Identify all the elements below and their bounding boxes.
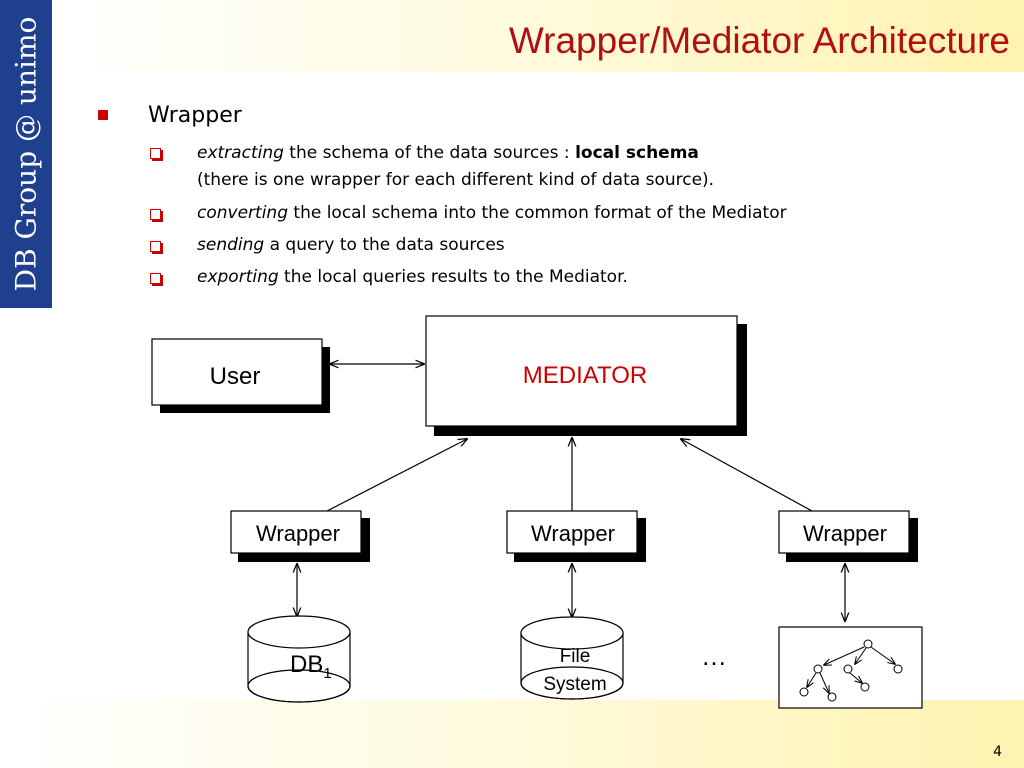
bullet-keyword: exporting [197,267,279,287]
db-label: DB [290,651,323,678]
main-bullet: Wrapper [148,103,242,128]
bullet-converting: converting the local schema into the com… [197,203,787,223]
wrapper3-mediator-arrow [681,439,813,512]
user-label: User [210,363,261,390]
user-box: User [151,338,330,413]
bullet-text: the local schema into the common format … [288,203,787,223]
bullet-extracting: extracting the schema of the data source… [197,143,699,163]
bullet-sending: sending a query to the data sources [197,235,505,255]
database-cylinder-icon: DB1 [247,615,351,703]
side-bar: DB Group @ unimo [0,0,52,308]
filesystem-label-line2: System [543,674,606,695]
checkbox-bullet-icon [150,209,161,220]
bullet-exporting: exporting the local queries results to t… [197,267,628,287]
tree-source-icon [778,626,923,709]
bullet-square-icon [98,110,108,120]
bullet-keyword: converting [197,203,288,223]
bullet-extracting-line2: (there is one wrapper for each different… [197,170,715,190]
wrapper-label: Wrapper [803,521,887,546]
checkbox-bullet-icon [150,241,161,252]
checkbox-bullet-icon [150,148,161,159]
wrapper-label: Wrapper [256,521,340,546]
bullet-bold: local schema [575,143,699,163]
bullet-text: the local queries results to the Mediato… [278,267,628,287]
wrapper-label: Wrapper [531,521,615,546]
wrapper-box-3: Wrapper [778,510,918,562]
bullet-text: a query to the data sources [264,235,505,255]
checkbox-bullet-icon [150,273,161,284]
bullet-text: the schema of the data sources : [283,143,576,163]
mediator-box: MEDIATOR [425,315,747,436]
filesystem-cylinder-icon: File System [520,616,624,700]
wrapper-box-1: Wrapper [230,510,370,562]
title-band [52,0,1024,72]
wrapper1-mediator-arrow [326,439,467,512]
ellipsis: … [701,641,727,671]
svg-text:DB1: DB1 [290,651,332,682]
page-number: 4 [993,744,1002,760]
mediator-label: MEDIATOR [523,362,647,389]
bullet-keyword: extracting [197,143,284,163]
filesystem-label-line1: File [560,646,591,667]
bullet-keyword: sending [197,235,265,255]
slide-title: Wrapper/Mediator Architecture [508,20,1010,61]
footer-band [0,700,1024,768]
wrapper-box-2: Wrapper [506,510,646,562]
db-subscript: 1 [323,665,331,682]
